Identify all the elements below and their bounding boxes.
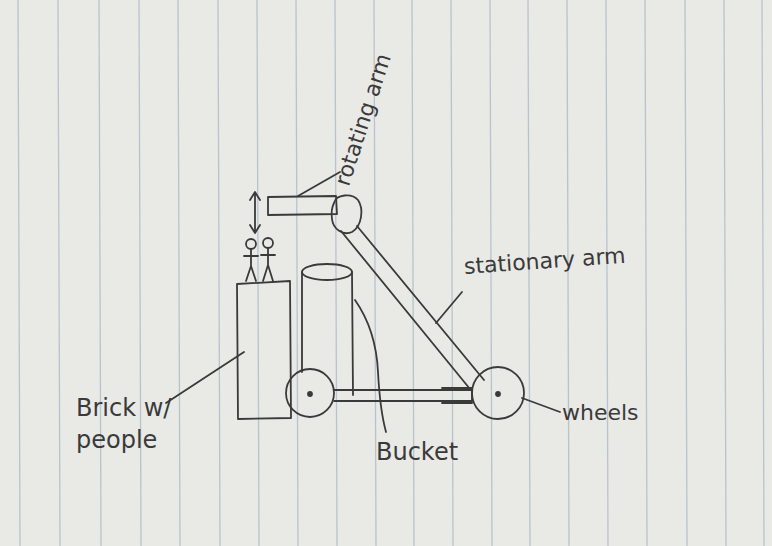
ruled-line <box>685 0 687 546</box>
motion-arrow <box>250 192 260 233</box>
part-label: Brick w/ people <box>76 392 188 456</box>
ruled-line <box>218 0 220 546</box>
ruled-lines <box>18 0 764 546</box>
axle <box>308 392 312 396</box>
wheel <box>286 369 334 417</box>
ruled-line <box>99 0 101 546</box>
machine <box>166 172 560 432</box>
rotating-arm <box>268 196 337 215</box>
base-frame <box>334 388 472 403</box>
ruled-line <box>606 0 608 546</box>
leader-line <box>166 352 244 403</box>
person-head <box>263 238 273 248</box>
person-body <box>244 249 258 281</box>
person-body <box>261 248 275 281</box>
ruled-line <box>139 0 141 546</box>
ruled-line <box>178 0 180 546</box>
leader-line <box>355 300 386 432</box>
ruled-line <box>645 0 647 546</box>
wheel <box>472 367 524 419</box>
bucket-rim <box>302 264 352 280</box>
leader-line <box>436 292 462 323</box>
ruled-line <box>257 0 259 546</box>
ruled-line <box>762 0 764 546</box>
pivot <box>332 195 362 233</box>
ruled-line <box>335 0 337 546</box>
stationary-arm <box>341 226 484 389</box>
ruled-line <box>724 0 726 546</box>
ruled-line <box>296 0 298 546</box>
ruled-line <box>18 0 20 546</box>
person-head <box>246 239 256 249</box>
part-label: wheels <box>562 398 639 428</box>
ruled-line <box>58 0 60 546</box>
leader-line <box>522 398 560 412</box>
axle <box>496 392 500 396</box>
brick-tower <box>237 281 291 419</box>
part-label: Bucket <box>376 436 458 468</box>
